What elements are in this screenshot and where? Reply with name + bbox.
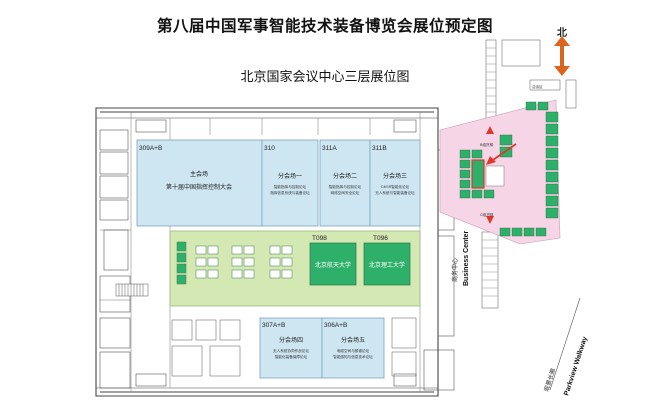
lounge-label: 洽谈区 [532,84,543,89]
hall-307 [259,317,323,379]
hall-309-code: 309A+B [139,145,162,152]
north-arrow-icon [554,36,570,76]
hall-311b-desc2: 无人系统与智能装备论坛 [375,190,415,195]
hall-307-code: 307A+B [262,322,285,329]
hall-310-desc2: 指挥信息系统与装备论坛 [270,190,310,195]
north-label: 北 [557,28,567,39]
hall-307-name: 分会场四 [279,336,303,344]
hall-311a-desc2: 网络空间安全论坛 [331,190,360,195]
hall-306-desc1: 电磁空间与频谱论坛 [337,348,370,353]
hall-310-desc1: 智能指挥与控制论坛 [274,184,307,189]
hall-311a-code: 311A [322,145,337,152]
hall-311b [369,139,421,227]
hall-311a [319,139,371,227]
hall-310-code: 310 [264,145,275,152]
business-center-en: Business Center [463,230,470,286]
hall-311a-desc1: 智能指挥与控制论坛 [329,184,362,189]
hall-311b-code: 311B [372,145,387,152]
booth-t096 [363,242,411,286]
hall-307-desc1: 无人系统协同作战论坛 [273,348,309,353]
hall-309-desc: 第十届中国指挥控制大会 [166,183,232,191]
booth-t096-name: 北京理工大学 [369,261,405,269]
highlighted-booth [471,159,485,189]
hall-307-desc2: 智能化装备保障论坛 [275,354,308,359]
pointer-arrow [489,143,517,163]
stair-b-label: B组货梯 [480,142,494,147]
hall-306-desc2: 智能感知与信息技术论坛 [333,354,373,359]
hall-310-name: 分会场一 [278,172,302,180]
hall-306-name: 分会场五 [341,336,365,344]
hall-310 [261,139,319,227]
business-center-cn: 商务中心 [451,258,459,282]
hall-306-code: 306A+B [324,322,347,329]
hall-306 [321,317,385,379]
parkview-en: Parkview Walkway [563,336,589,397]
booth-t098 [309,242,357,286]
booth-t096-code: T096 [373,235,388,242]
stair-c-label: C组货梯 [480,212,494,217]
hall-311a-name: 分会场二 [333,172,357,180]
hall-309 [136,139,263,227]
map-title: 第八届中国军事智能技术装备博览会展位预定图 [156,18,493,35]
map-subtitle: 北京国家会议中心三层展位图 [240,69,410,84]
parkview-cn: 观景长廊 [542,367,557,392]
booth-t098-name: 北京航天大学 [315,261,351,269]
hall-309-name: 主会场 [190,170,208,178]
hall-311b-desc1: C4ISR智能化论坛 [381,184,410,189]
booth-t098-code: T098 [312,235,327,242]
hall-311b-name: 分会场三 [383,172,407,180]
